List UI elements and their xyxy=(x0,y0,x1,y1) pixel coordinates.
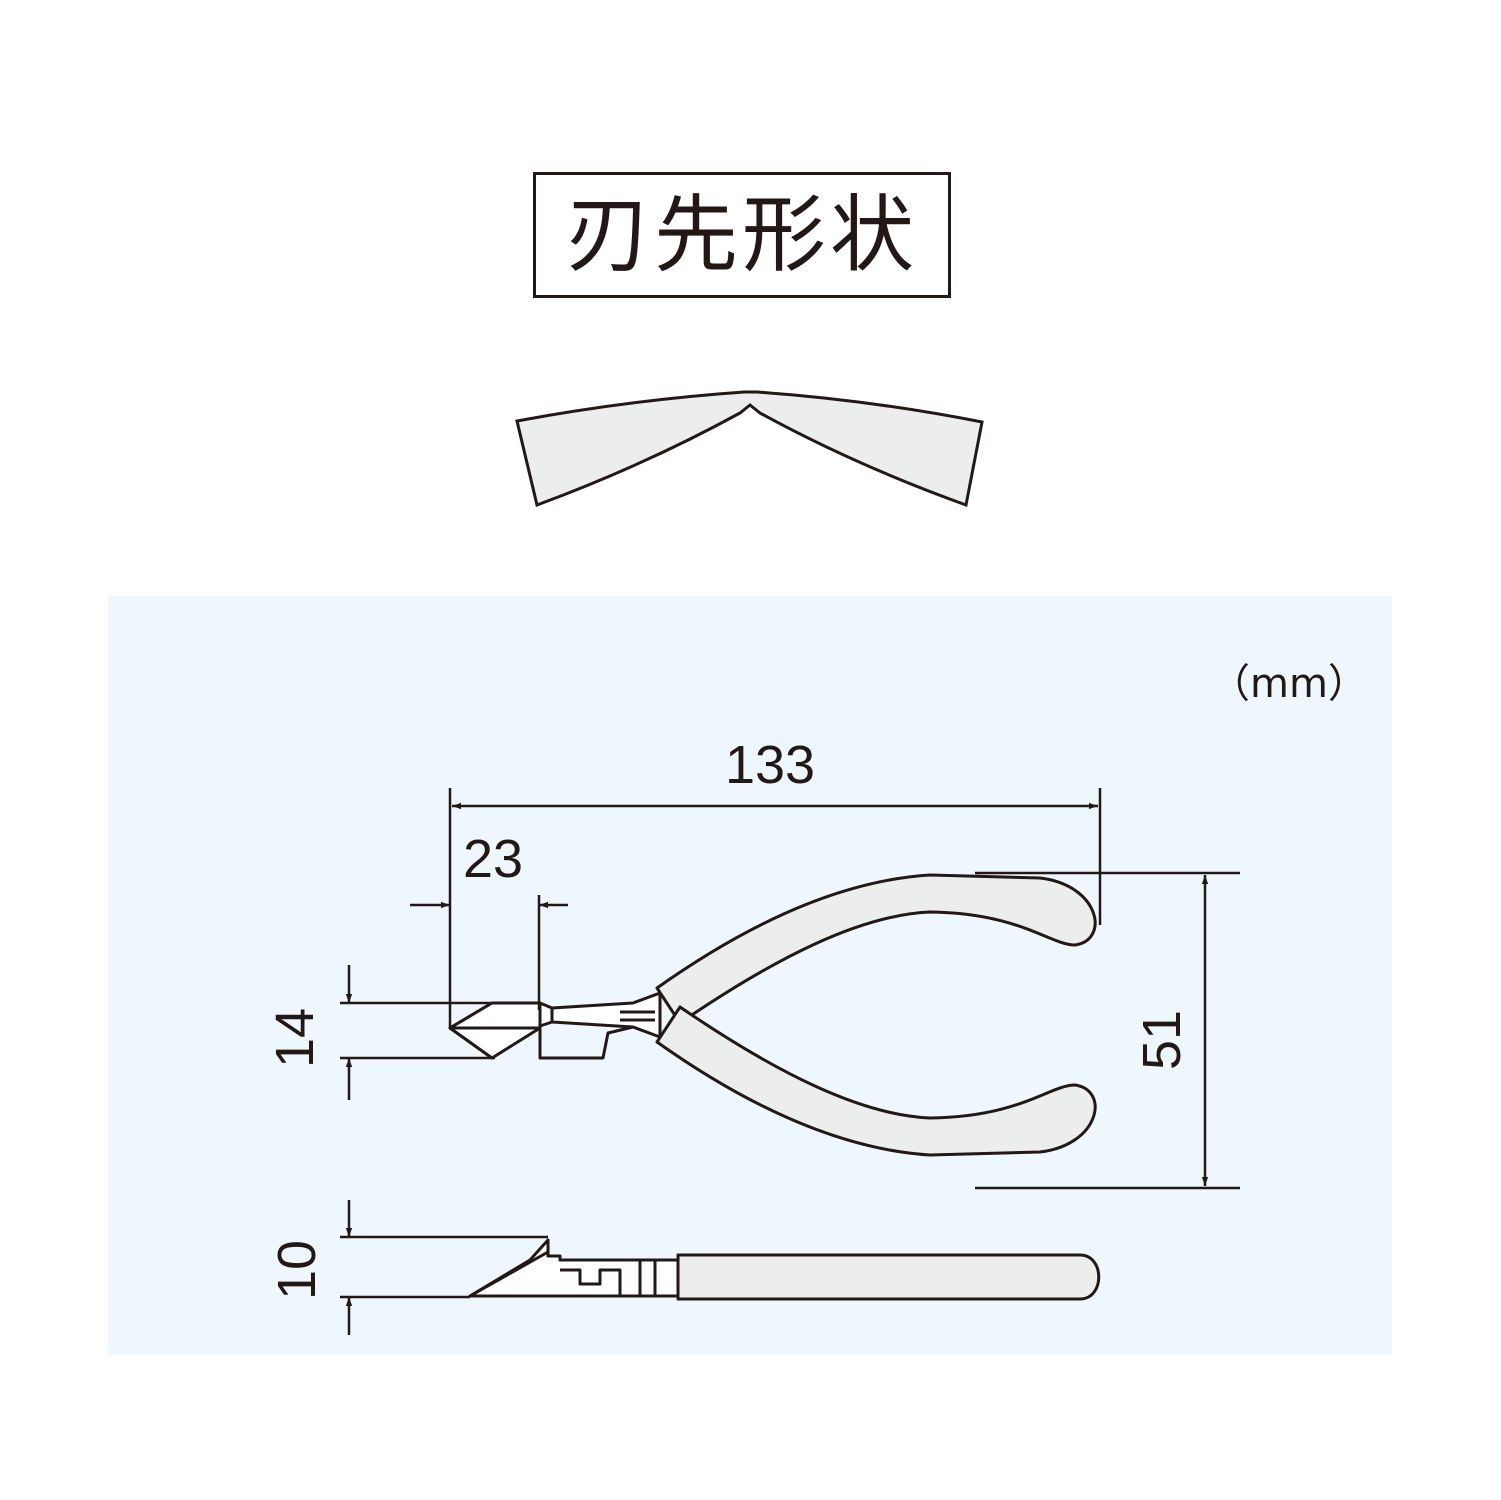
extension-lines xyxy=(340,788,1240,1299)
pliers-side-view xyxy=(468,1238,1101,1301)
thickness-label: 10 xyxy=(267,1240,327,1300)
blade-shape-title-box: 刃先形状 xyxy=(533,172,951,298)
jaw-length-label: 23 xyxy=(463,829,523,889)
overall-length-label: 133 xyxy=(725,735,815,795)
handle-span-label: 51 xyxy=(1132,1010,1192,1070)
blade-edge-profile xyxy=(515,390,984,508)
head-height-label: 14 xyxy=(265,1008,325,1068)
unit-label: （mm） xyxy=(1210,661,1368,707)
pliers-top-view xyxy=(448,873,1097,1157)
blade-shape-title: 刃先形状 xyxy=(565,186,918,284)
dimension-lines xyxy=(345,802,1209,1335)
